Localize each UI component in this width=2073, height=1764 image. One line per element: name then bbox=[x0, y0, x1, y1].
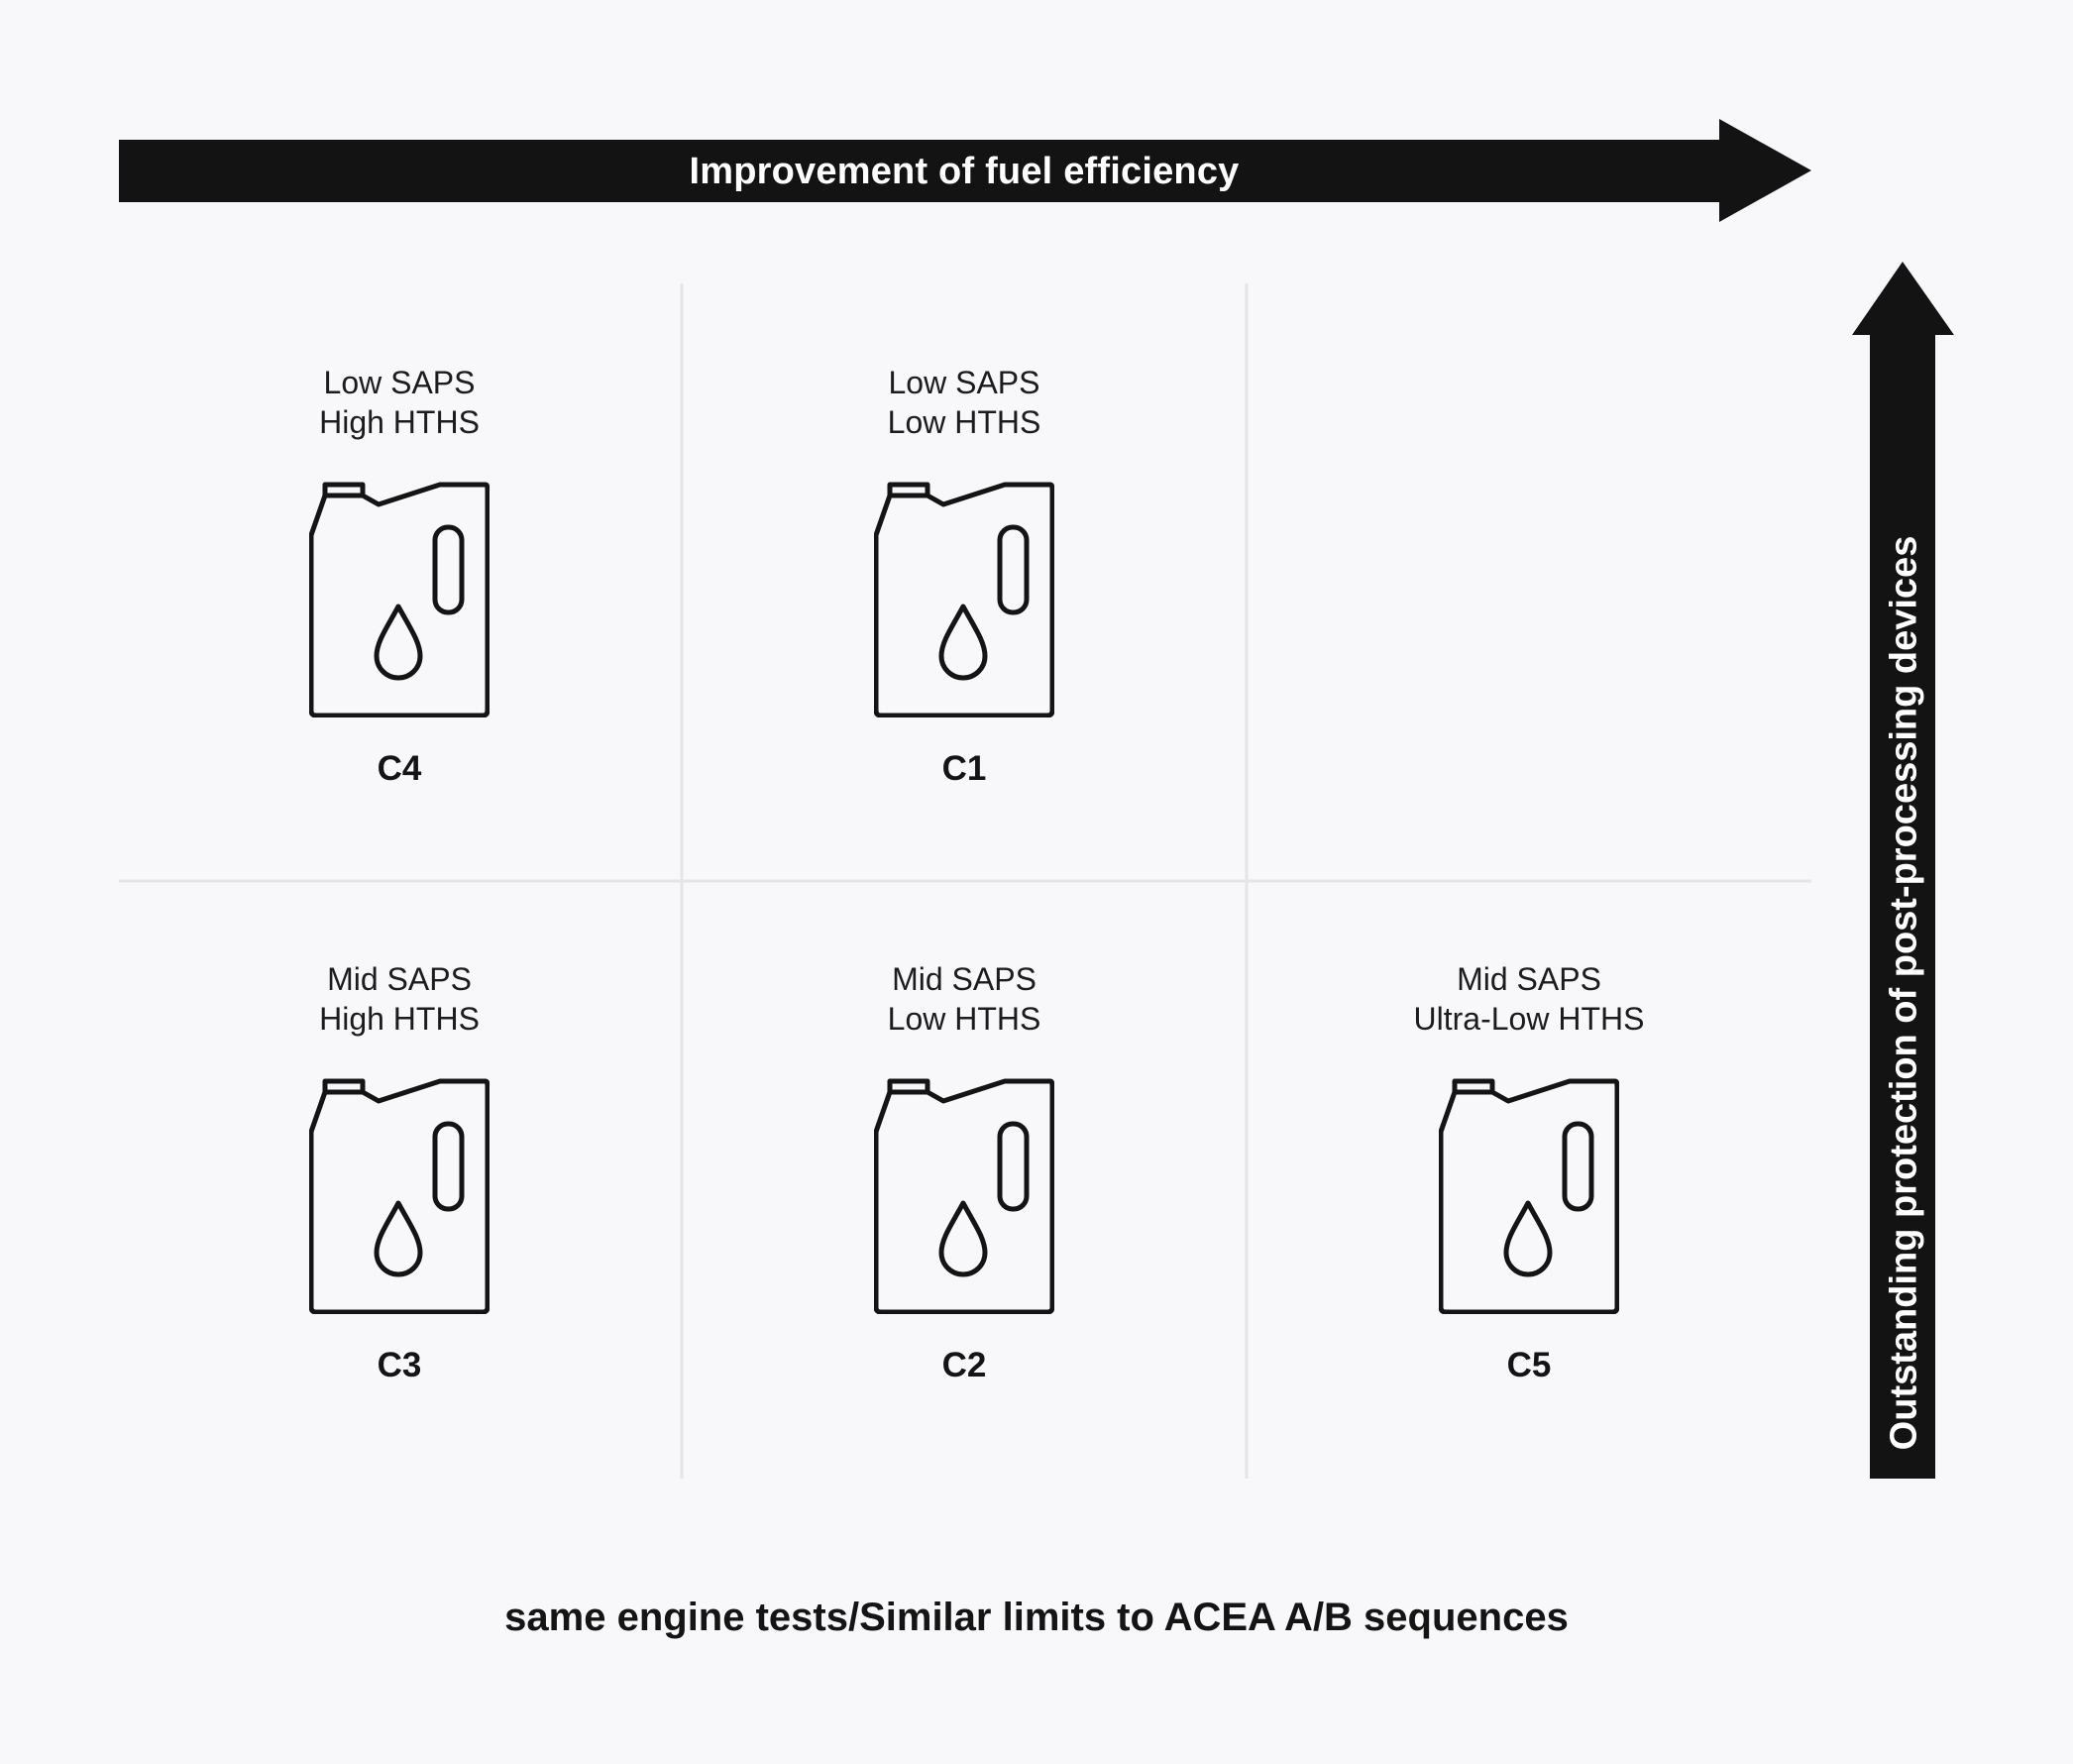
hths-level: Low HTHS bbox=[887, 404, 1041, 440]
oil-canister-icon bbox=[309, 1078, 490, 1314]
saps-level: Low SAPS bbox=[888, 365, 1040, 400]
oil-canister-icon bbox=[309, 482, 490, 717]
saps-level: Mid SAPS bbox=[327, 961, 472, 997]
saps-level: Mid SAPS bbox=[892, 961, 1036, 997]
cell-description: Low SAPS High HTHS bbox=[319, 363, 480, 442]
saps-level: Mid SAPS bbox=[1457, 961, 1601, 997]
category-code: C3 bbox=[377, 1346, 422, 1384]
cell-description: Mid SAPS Ultra-Low HTHS bbox=[1414, 959, 1645, 1039]
footer-note: same engine tests/Similar limits to ACEA… bbox=[504, 1596, 1569, 1639]
protection-arrow bbox=[1852, 262, 1954, 1479]
grid-cell-c2: Mid SAPS Low HTHS C2 bbox=[682, 880, 1247, 1475]
hths-level: Ultra-Low HTHS bbox=[1413, 1001, 1645, 1037]
grid-cell-c3: Mid SAPS High HTHS C3 bbox=[117, 880, 682, 1475]
category-code: C5 bbox=[1506, 1346, 1552, 1384]
category-code: C4 bbox=[377, 749, 422, 788]
hths-level: Low HTHS bbox=[887, 1001, 1041, 1037]
hths-level: High HTHS bbox=[319, 1001, 480, 1037]
category-code: C1 bbox=[941, 749, 987, 788]
cell-description: Mid SAPS Low HTHS bbox=[888, 959, 1041, 1039]
oil-canister-icon bbox=[874, 482, 1054, 717]
oil-canister-icon bbox=[874, 1078, 1054, 1314]
grid-cell-c5: Mid SAPS Ultra-Low HTHS C5 bbox=[1247, 880, 1811, 1475]
oil-canister-icon bbox=[1439, 1078, 1619, 1314]
hths-level: High HTHS bbox=[319, 404, 480, 440]
cell-description: Mid SAPS High HTHS bbox=[319, 959, 480, 1039]
protection-label-text: Outstanding protection of post-processin… bbox=[1883, 535, 1925, 1451]
fuel-efficiency-label: Improvement of fuel efficiency bbox=[119, 140, 1809, 203]
category-code: C2 bbox=[941, 1346, 987, 1384]
cell-description: Low SAPS Low HTHS bbox=[888, 363, 1041, 442]
fuel-efficiency-label-text: Improvement of fuel efficiency bbox=[689, 150, 1240, 192]
fuel-efficiency-arrow bbox=[119, 119, 1811, 222]
grid-cell-c1: Low SAPS Low HTHS C1 bbox=[682, 283, 1247, 878]
grid-cell-c4: Low SAPS High HTHS C4 bbox=[117, 283, 682, 878]
saps-level: Low SAPS bbox=[323, 365, 476, 400]
